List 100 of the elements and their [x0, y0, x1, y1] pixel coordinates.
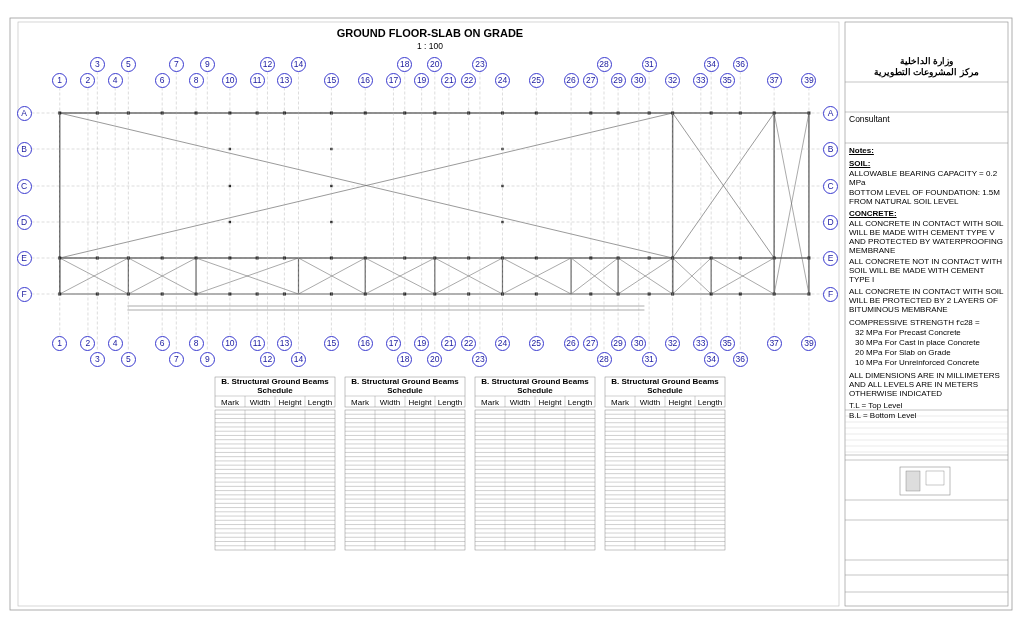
- grid-bubble: 35: [719, 72, 735, 88]
- organization-name: وزارة الداخلية: [898, 56, 955, 67]
- grid-bubble: A: [16, 105, 32, 121]
- grid-bubble: 7: [168, 351, 184, 367]
- grid-bubble: 36: [732, 56, 748, 72]
- grid-bubble: A: [823, 105, 839, 121]
- grid-bubble: F: [16, 286, 32, 302]
- grid-bubble: 11: [249, 335, 265, 351]
- grid-bubble: 32: [665, 335, 681, 351]
- grid-bubble: B: [823, 141, 839, 157]
- grid-bubble: 31: [641, 56, 657, 72]
- note-text: T.L = Top Level: [849, 401, 904, 411]
- note-heading: CONCRETE:: [849, 209, 898, 219]
- grid-bubble: 15: [323, 72, 339, 88]
- column-header: Length: [306, 397, 334, 407]
- note-text: COMPRESSIVE STRENGTH f'c28 =: [849, 319, 981, 329]
- column-header: Height: [277, 397, 303, 407]
- column-header: Width: [378, 397, 402, 407]
- column-header: Mark: [220, 397, 240, 407]
- column-header: Height: [667, 397, 693, 407]
- grid-bubble: 10: [222, 335, 238, 351]
- grid-bubble: 39: [801, 335, 817, 351]
- grid-bubble: 23: [472, 56, 488, 72]
- grid-bubble: 26: [563, 72, 579, 88]
- grid-bubble: 21: [441, 72, 457, 88]
- grid-bubble: 19: [414, 72, 430, 88]
- column-header: Width: [248, 397, 272, 407]
- grid-bubble: 28: [596, 56, 612, 72]
- grid-bubble: 18: [397, 56, 413, 72]
- table-title: B. Structural Ground Beams Schedule: [350, 378, 460, 396]
- grid-bubble: 26: [563, 335, 579, 351]
- grid-line: [31, 112, 824, 114]
- grid-line: [808, 87, 810, 336]
- column-header: Mark: [350, 397, 370, 407]
- note-text: 32 MPa For Precast Concrete: [854, 329, 962, 339]
- grid-line: [298, 71, 299, 352]
- grid-bubble: 35: [719, 335, 735, 351]
- note-text: B.L = Bottom Level: [849, 411, 918, 421]
- grid-line: [672, 87, 673, 336]
- grid-bubble: 7: [168, 56, 184, 72]
- grid-bubble: 34: [703, 56, 719, 72]
- grid-bubble: 23: [472, 351, 488, 367]
- grid-bubble: 9: [199, 56, 215, 72]
- grid-bubble: 32: [665, 72, 681, 88]
- grid-bubble: 31: [641, 351, 657, 367]
- grid-bubble: 25: [528, 335, 544, 351]
- grid-bubble: 3: [89, 351, 105, 367]
- grid-line: [59, 87, 60, 336]
- column-header: Height: [407, 397, 433, 407]
- grid-bubble: D: [823, 214, 839, 230]
- grid-bubble: 17: [385, 72, 401, 88]
- grid-bubble: 39: [801, 72, 817, 88]
- grid-bubble: 14: [291, 351, 306, 367]
- note-text: ALL CONCRETE NOT IN CONTACT WITH SOIL WILL BE MADE WITH CEMENT TYPE I: [849, 258, 1004, 286]
- note-text: ALL CONCRETE IN CONTACT WITH SOIL WILL BE MADE WITH CEMENT TYPE V AND PROTECTED BY WATERPROOFING MEMBRANE: [849, 219, 1004, 256]
- grid-bubble: 18: [397, 351, 413, 367]
- grid-bubble: 20: [427, 56, 443, 72]
- grid-line: [393, 87, 394, 336]
- grid-bubble: 37: [766, 335, 782, 351]
- grid-bubble: 28: [596, 351, 612, 367]
- grid-bubble: 22: [461, 72, 477, 88]
- column-header: Width: [508, 397, 532, 407]
- grid-bubble: 24: [494, 72, 510, 88]
- column-header: Height: [537, 397, 563, 407]
- grid-bubble: 13: [276, 72, 292, 88]
- grid-bubble: 5: [120, 351, 136, 367]
- grid-bubble: 2: [80, 72, 96, 88]
- drawing-title: GROUND FLOOR-SLAB ON GRADE: [335, 27, 525, 40]
- grid-bubble: 27: [583, 335, 599, 351]
- grid-bubble: 22: [461, 335, 477, 351]
- grid-bubble: 3: [89, 56, 105, 72]
- grid-bubble: D: [16, 214, 32, 230]
- note-text: BOTTOM LEVEL OF FOUNDATION: 1.5M FROM NATURAL SOIL LEVEL: [849, 188, 1001, 207]
- grid-bubble: 14: [291, 56, 306, 72]
- grid-bubble: F: [823, 286, 839, 302]
- grid-bubble: 8: [188, 335, 204, 351]
- grid-bubble: C: [823, 178, 839, 194]
- grid-bubble: 33: [693, 335, 709, 351]
- grid-bubble: 21: [441, 335, 457, 351]
- grid-line: [31, 257, 824, 259]
- field-label: Consultant: [849, 115, 891, 125]
- column-header: Width: [638, 397, 662, 407]
- grid-line: [267, 71, 268, 352]
- grid-bubble: 30: [631, 335, 647, 351]
- grid-bubble: 30: [631, 72, 647, 88]
- grid-bubble: 33: [693, 72, 709, 88]
- grid-line: [31, 293, 824, 295]
- column-header: Length: [566, 397, 594, 407]
- grid-bubble: 36: [732, 351, 748, 367]
- grid-bubble: 29: [610, 335, 626, 351]
- note-text: ALLOWABLE BEARING CAPACITY = 0.2 MPa: [849, 169, 999, 188]
- grid-bubble: 34: [703, 351, 719, 367]
- organization-name: مركز المشروعات التطويرية: [873, 67, 980, 78]
- note-text: 10 MPa For Unreinforced Concrete: [854, 359, 981, 368]
- column-header: Length: [436, 397, 464, 407]
- column-header: Length: [696, 397, 724, 407]
- grid-bubble: 13: [276, 335, 292, 351]
- grid-bubble: 10: [222, 72, 238, 88]
- grid-bubble: 25: [528, 72, 544, 88]
- grid-line: [502, 87, 503, 336]
